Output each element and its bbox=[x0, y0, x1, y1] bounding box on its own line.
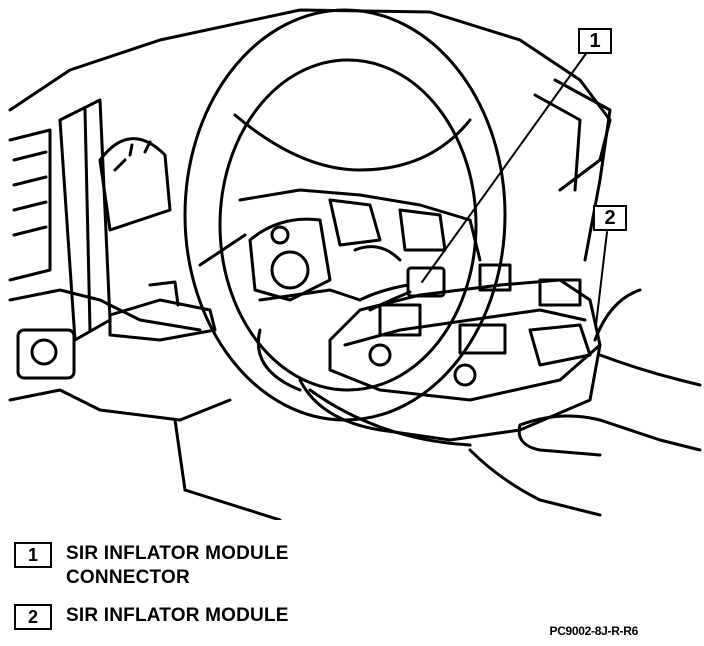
sir-connector-drawing bbox=[358, 266, 446, 312]
legend-number-2: 2 bbox=[14, 604, 52, 630]
callout-1-label: 1 bbox=[578, 28, 612, 54]
legend-item-1: 1 SIR INFLATOR MODULE CONNECTOR bbox=[14, 542, 289, 590]
legend-1-line-2: CONNECTOR bbox=[66, 567, 190, 588]
steering-column bbox=[173, 418, 187, 492]
legend-number-1: 1 bbox=[14, 542, 52, 568]
legend-text-1: SIR INFLATOR MODULE CONNECTOR bbox=[66, 542, 289, 590]
turn-signal-stalk bbox=[108, 298, 217, 342]
legend-1-line-1: SIR INFLATOR MODULE bbox=[66, 543, 289, 564]
steering-wheel-illustration bbox=[8, 8, 702, 520]
callout-2-leader bbox=[595, 231, 608, 326]
left-air-vent bbox=[8, 128, 52, 282]
legend-2-line-1: SIR INFLATOR MODULE bbox=[66, 605, 289, 626]
legend-item-2: 2 SIR INFLATOR MODULE bbox=[14, 604, 289, 630]
instrument-cluster bbox=[98, 137, 172, 232]
headlamp-switch bbox=[16, 328, 76, 380]
legend-text-2: SIR INFLATOR MODULE bbox=[66, 604, 289, 628]
callout-2-label: 2 bbox=[593, 205, 627, 231]
figure-reference-code: PC9002-8J-R-R6 bbox=[549, 624, 638, 638]
callout-1-leader bbox=[421, 47, 591, 283]
hands-drawing bbox=[468, 288, 702, 517]
sir-inflator-module-drawing bbox=[256, 263, 602, 447]
